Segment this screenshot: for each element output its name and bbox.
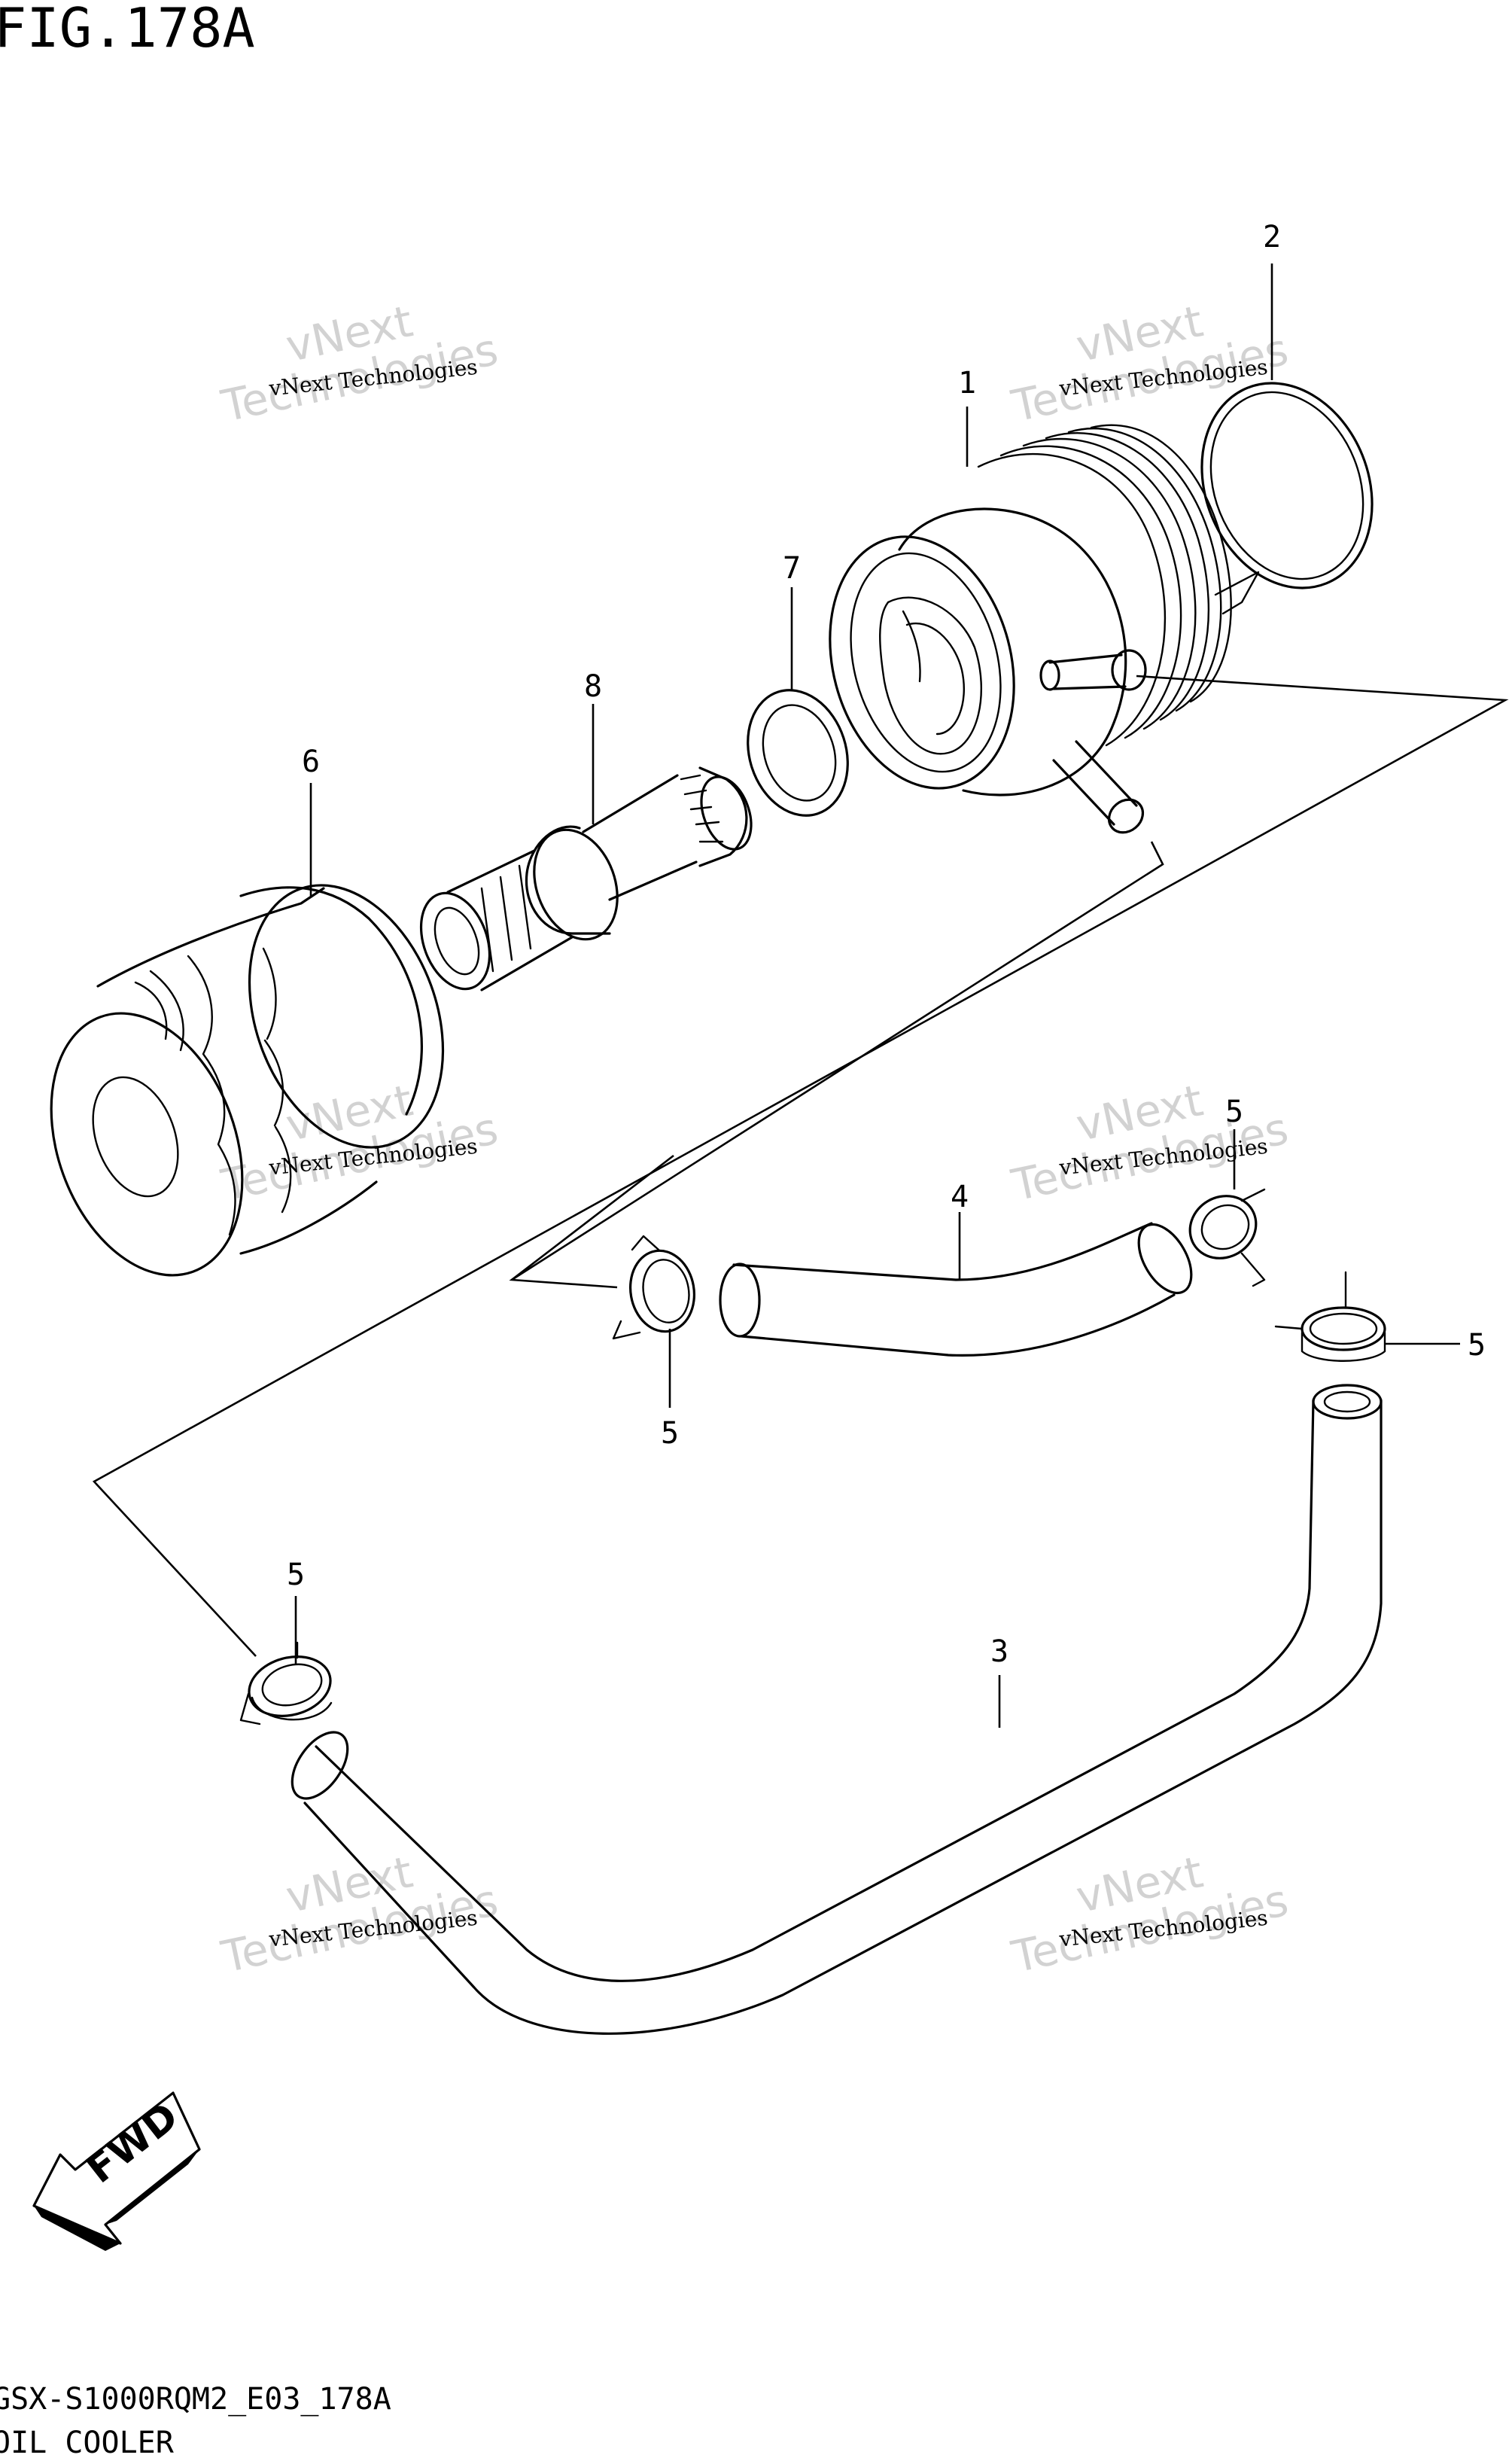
leader-lines [294,263,1460,1728]
callout-7: 7 [783,551,801,586]
callout-1: 1 [958,366,976,401]
oil-cooler [829,424,1260,834]
clamp-4 [239,1641,333,1725]
watermark-5: vNext Technologies vNext Technologies [217,1846,503,1982]
clamp-3 [1274,1271,1386,1362]
callout-2: 2 [1263,220,1281,254]
figure-name: OIL COOLER [0,2426,175,2460]
figure-title: FIG.178A [0,0,255,59]
callout-5c: 5 [1468,1328,1486,1363]
o-ring [1200,382,1374,589]
oil-filter [50,884,445,1277]
callout-5a: 5 [661,1416,679,1451]
watermark-6: vNext Technologies vNext Technologies [1007,1846,1293,1982]
gasket [747,689,849,817]
hose-long [291,1384,1383,2035]
callout-8: 8 [584,669,602,704]
watermark-1: vNext Technologies vNext Technologies [217,295,503,431]
union-bolt [419,766,753,991]
callout-3: 3 [990,1634,1009,1669]
assembly-lines [92,675,1509,1657]
clamp-2 [1188,1188,1266,1287]
watermark-3: vNext Technologies vNext Technologies [217,1074,503,1211]
fwd-arrow-icon: FWD [32,2091,201,2251]
callouts: 1 2 3 4 5 5 5 5 6 7 8 [287,220,1486,1669]
hose-short [719,1222,1193,1357]
figure-code: GSX-S1000RQM2_E03_178A [0,2382,391,2417]
watermark-4: vNext Technologies vNext Technologies [1007,1074,1293,1211]
callout-5b: 5 [1225,1095,1243,1129]
watermark-2: vNext Technologies vNext Technologies [1007,295,1293,431]
callout-4: 4 [951,1180,969,1214]
callout-6: 6 [302,745,320,779]
clamp-1 [612,1235,696,1340]
callout-5d: 5 [287,1558,305,1592]
